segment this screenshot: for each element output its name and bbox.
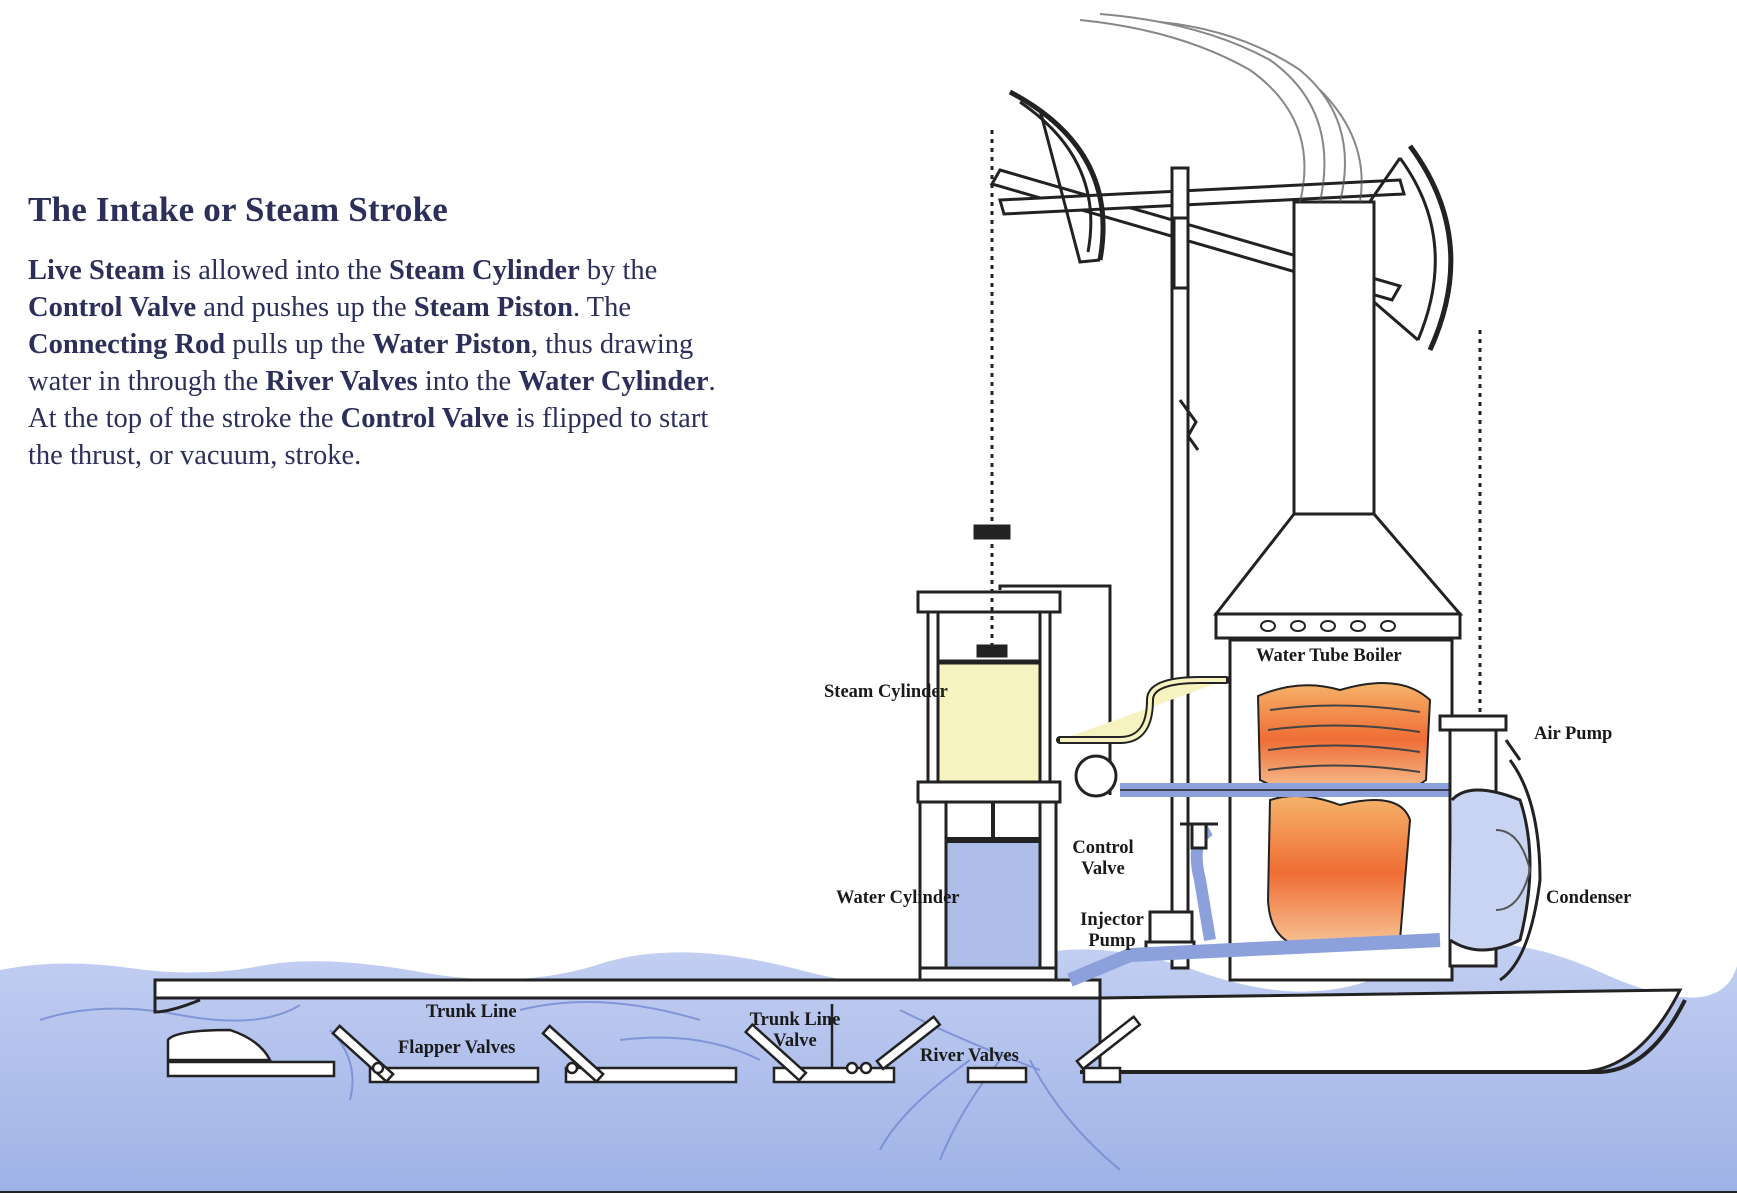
label-river-valves: River Valves (920, 1046, 1019, 1066)
label-condenser: Condenser (1546, 888, 1632, 908)
paragraph-text: by the (579, 255, 658, 286)
label-trunk-line-valve-line1: Trunk Line (749, 1010, 841, 1030)
label-injector-pump-line1: Injector (1080, 910, 1144, 930)
description-panel: The Intake or Steam Stroke Live Steam is… (28, 190, 748, 474)
paragraph-text: is allowed into the (164, 255, 389, 286)
paragraph-term: Water Cylinder (518, 366, 709, 397)
paragraph-text: is flipped to start the thrust, or vacuu… (28, 403, 709, 471)
paragraph-text: . The (572, 292, 631, 323)
paragraph-term: Control Valve (340, 403, 509, 434)
steam-pipes (1056, 676, 1450, 987)
paragraph-text: pulls up the (225, 329, 373, 360)
label-control-valve-line2: Valve (1081, 859, 1125, 879)
trunk-line-plates (166, 1028, 1122, 1084)
label-air-pump: Air Pump (1534, 724, 1613, 744)
label-trunk-line: Trunk Line (426, 1002, 517, 1022)
label-injector-pump-line2: Pump (1088, 931, 1136, 951)
paragraph-term: Steam Cylinder (388, 255, 580, 286)
air-pump-condenser (1438, 714, 1542, 982)
beam-post (1144, 166, 1200, 970)
paragraph-term: Connecting Rod (28, 329, 226, 360)
boat-hull (153, 978, 1687, 1074)
paragraph-text: into the (417, 366, 519, 397)
paragraph-term: Control Valve (28, 292, 197, 323)
steam-cylinder (916, 130, 1112, 804)
chimney-smoke (1079, 13, 1363, 203)
flapper-valves (331, 1004, 1142, 1084)
description-paragraph: Live Steam is allowed into the Steam Cyl… (28, 252, 748, 474)
water-cylinder (918, 790, 1058, 982)
label-water-cylinder: Water Cylinder (836, 888, 960, 908)
paragraph-term: Live Steam (28, 255, 165, 286)
label-injector-pump: Injector Pump (1062, 910, 1162, 952)
paragraph-text: . At the top of the stroke the (28, 366, 716, 434)
water-tube-boiler (1212, 200, 1464, 982)
paragraph-term: Water Piston (372, 329, 531, 360)
label-flapper-valves: Flapper Valves (398, 1038, 516, 1058)
label-water-tube-boiler: Water Tube Boiler (1256, 646, 1402, 666)
paragraph-term: Steam Piston (413, 292, 573, 323)
label-trunk-line-valve: Trunk Line Valve (740, 1010, 850, 1052)
paragraph-text: and pushes up the (196, 292, 414, 323)
paragraph-text: , thus drawing water in through the (28, 329, 694, 397)
label-trunk-line-valve-line2: Valve (773, 1031, 817, 1051)
label-control-valve: Control Valve (1058, 838, 1148, 880)
paragraph-term: River Valves (265, 366, 418, 397)
label-control-valve-line1: Control (1072, 838, 1134, 858)
injector-pump (1180, 822, 1218, 850)
page-title: The Intake or Steam Stroke (28, 190, 449, 229)
label-steam-cylinder: Steam Cylinder (824, 682, 948, 702)
